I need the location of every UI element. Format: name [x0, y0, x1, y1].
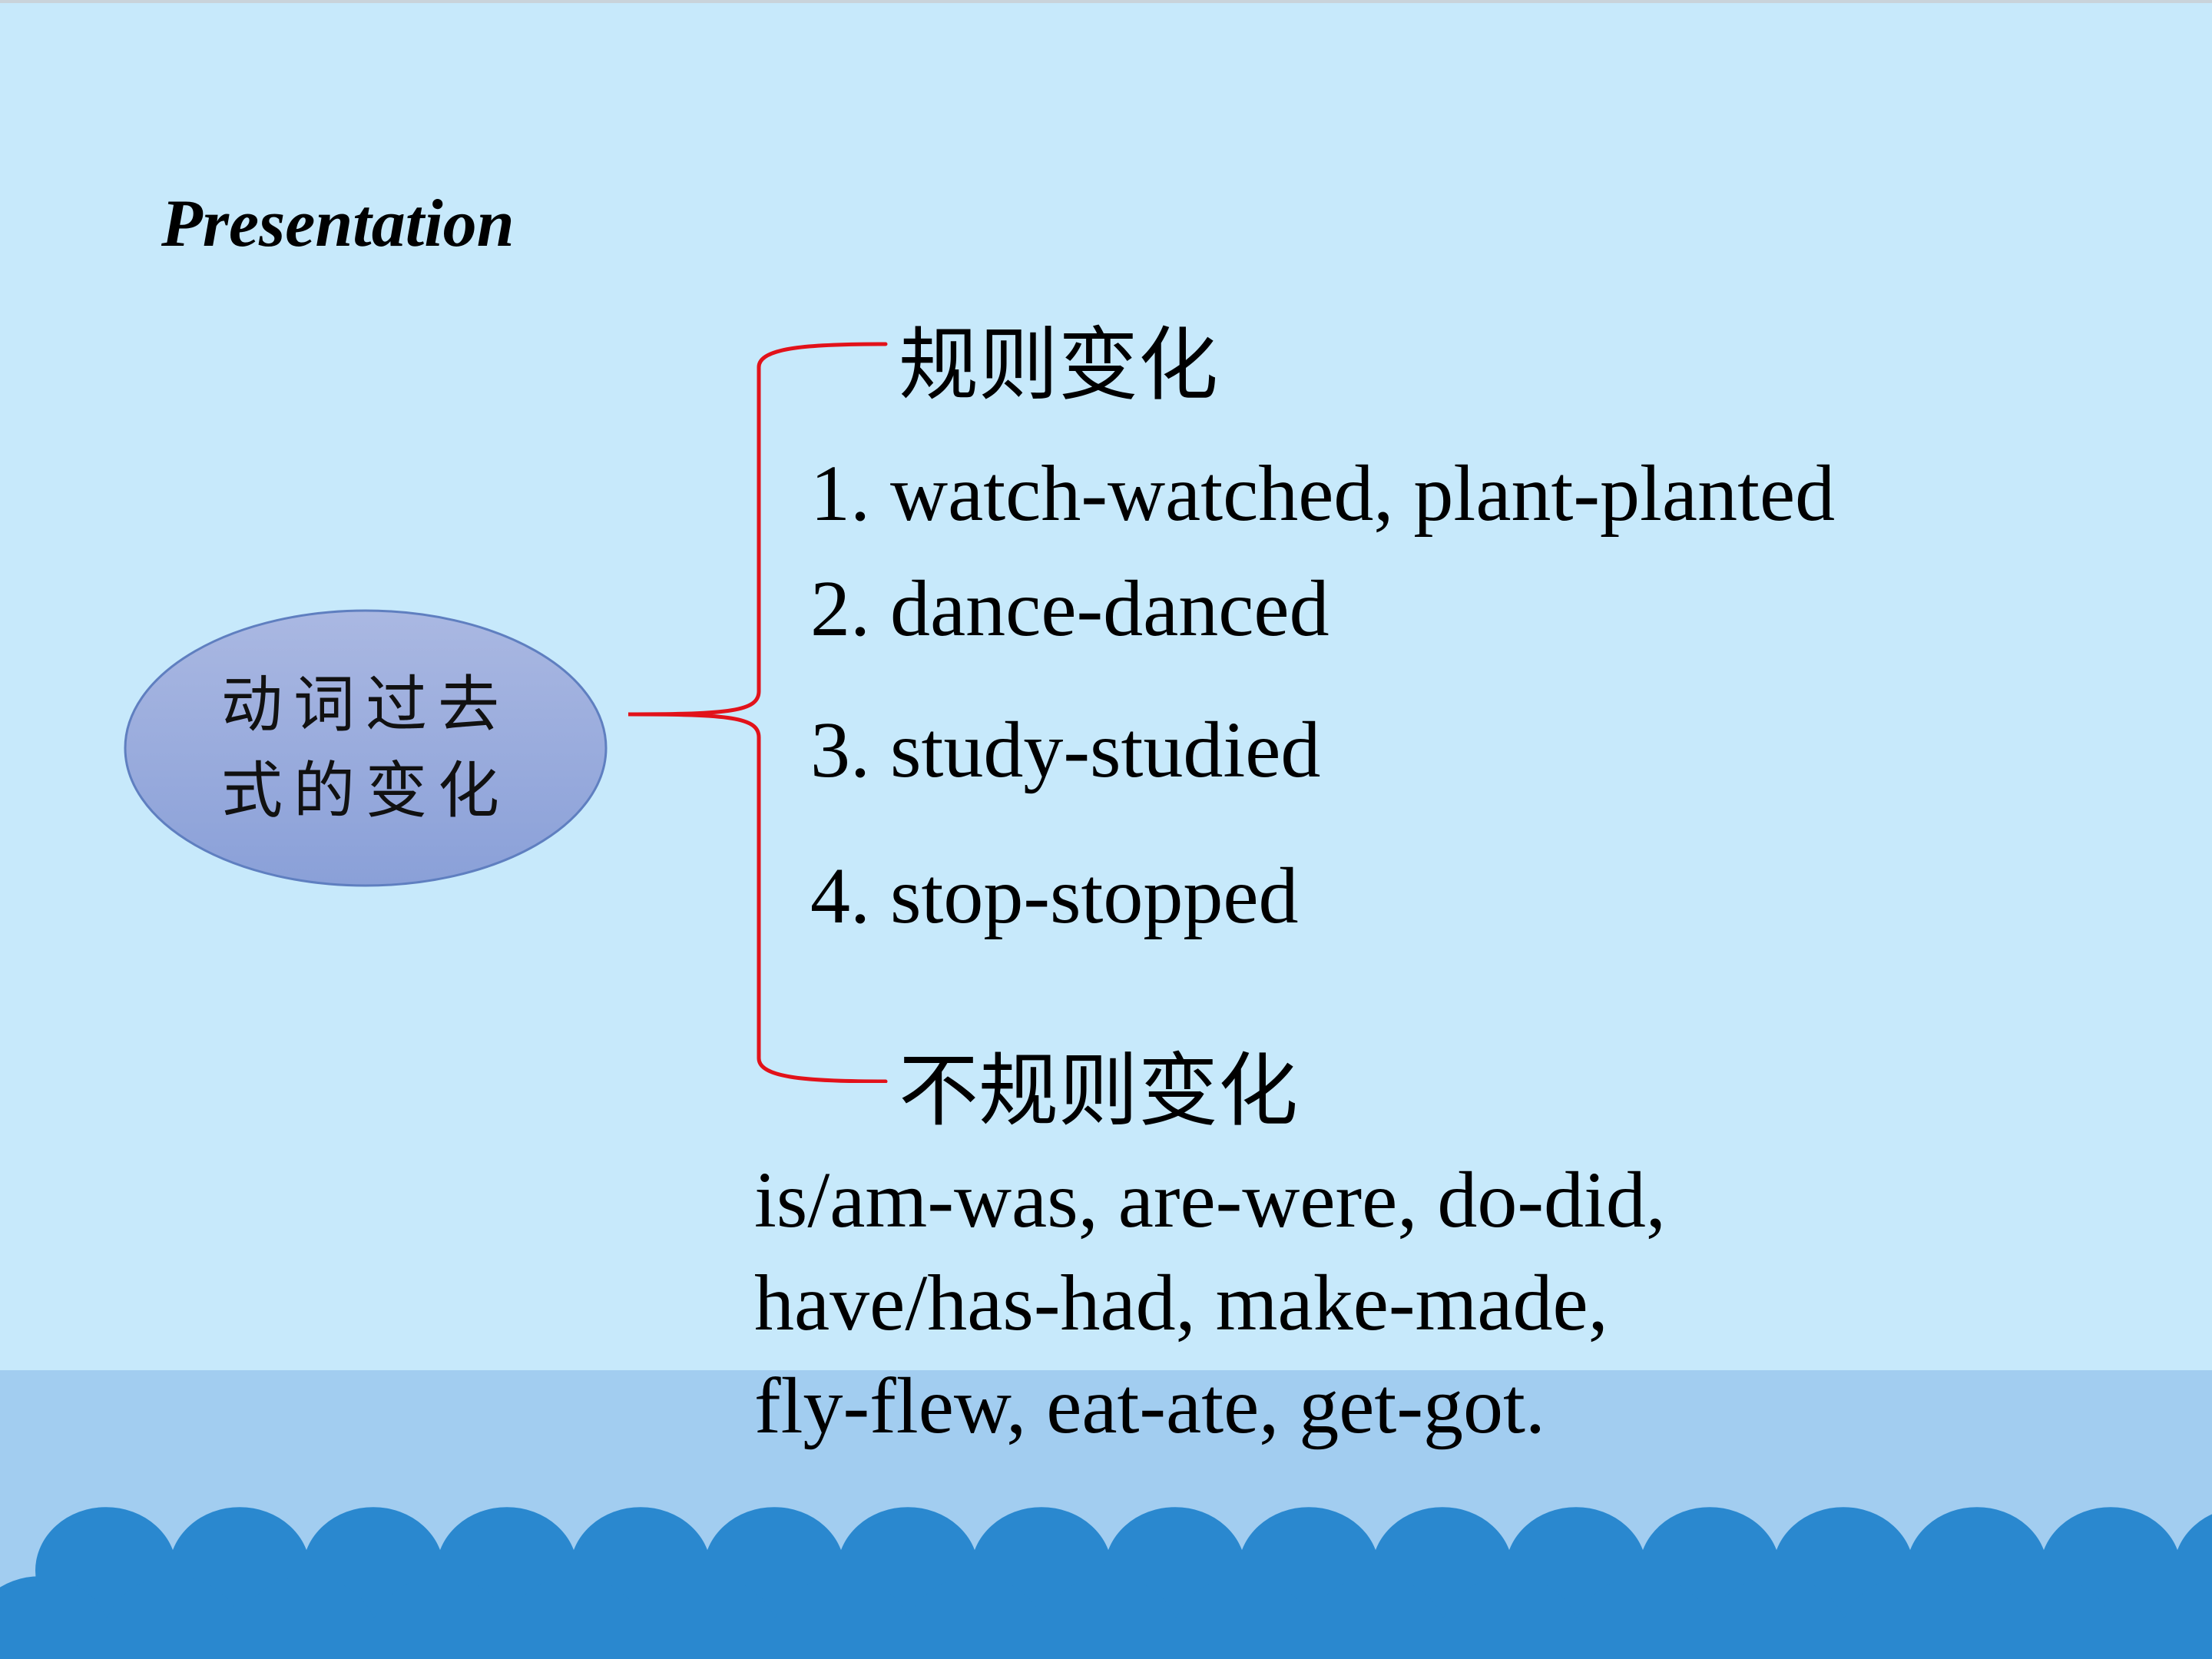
regular-item-2: 2. dance-danced	[810, 565, 1330, 653]
wave-scallop	[504, 1576, 645, 1659]
center-node-label: 动词过去式的变化	[221, 669, 510, 826]
wave-scallop	[771, 1576, 912, 1659]
regular-item-1: 1. watch-watched, plant-planted	[810, 449, 1836, 538]
wave-scallop	[637, 1576, 779, 1659]
regular-item-4: 4. stop-stopped	[810, 852, 1299, 940]
wave-scallop	[905, 1576, 1046, 1659]
slide-title: Presentation	[161, 187, 515, 261]
wave-pattern	[0, 1507, 2212, 1659]
wave-scallop	[1172, 1576, 1313, 1659]
wave-scallop	[237, 1576, 378, 1659]
wave-scallop	[370, 1576, 512, 1659]
wave-scallop	[1038, 1576, 1180, 1659]
center-node-ellipse	[124, 609, 608, 887]
irregular-line-1: is/am-was, are-were, do-did,	[754, 1156, 1666, 1244]
regular-item-3: 3. study-studied	[810, 706, 1321, 794]
wave-scallop	[1974, 1576, 2115, 1659]
wave-scallop	[1707, 1576, 1848, 1659]
irregular-line-2: have/has-had, make-made,	[754, 1259, 1608, 1347]
irregular-line-3: fly-flew, eat-ate, get-got.	[754, 1362, 1545, 1450]
center-node: 动词过去式的变化	[123, 608, 608, 888]
regular-change-label: 规则变化	[899, 318, 1219, 412]
red-brace	[628, 342, 888, 1083]
wave-scallop	[1306, 1576, 1447, 1659]
wave-scallop	[1573, 1576, 1714, 1659]
wave-scallop	[2108, 1576, 2212, 1659]
irregular-change-label: 不规则变化	[899, 1044, 1299, 1137]
wave-scallop	[1840, 1576, 1982, 1659]
wave-scallop	[103, 1576, 244, 1659]
wave-scallop	[1439, 1576, 1581, 1659]
top-rule	[0, 0, 2212, 3]
wave-row-front	[0, 1576, 2212, 1659]
wave-scallop	[0, 1576, 111, 1659]
